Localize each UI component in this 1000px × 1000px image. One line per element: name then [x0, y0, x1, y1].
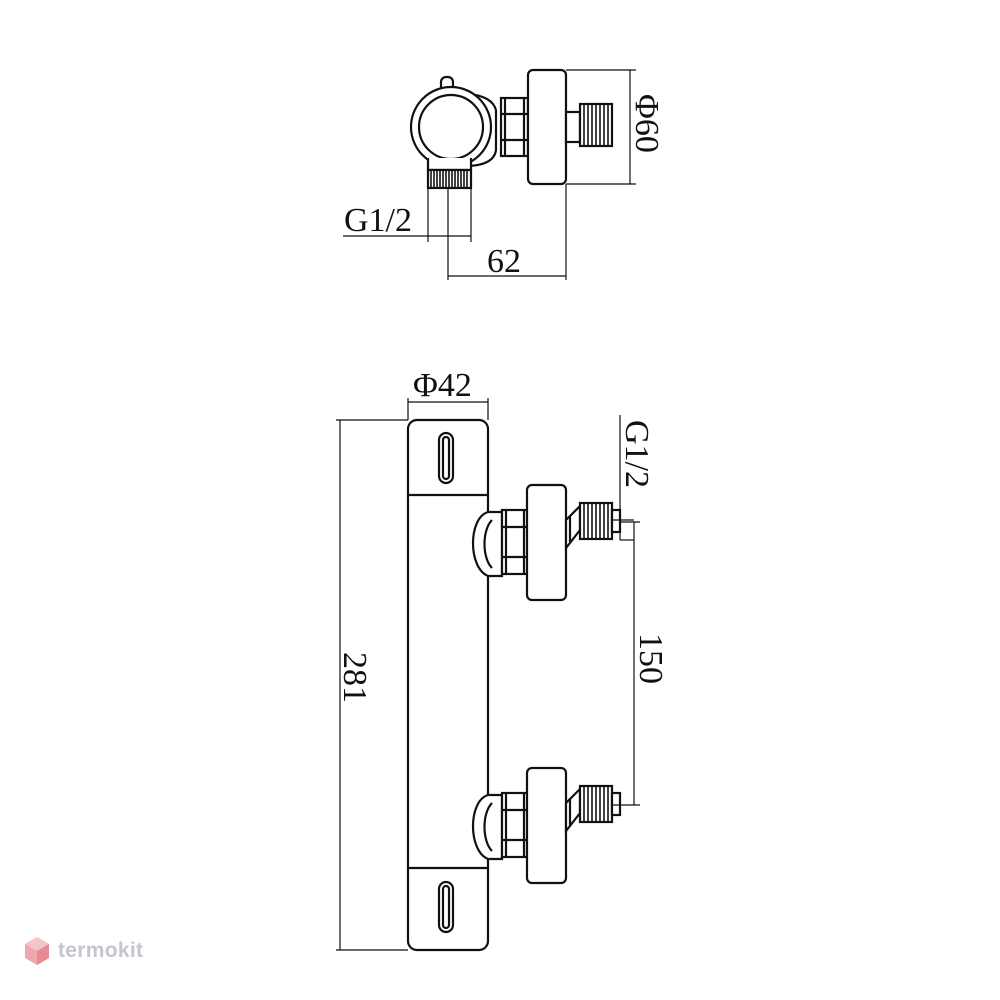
dim-281-label: 281 — [336, 652, 373, 703]
watermark: termokit — [24, 936, 143, 966]
front-view: Φ42 281 G1/2 150 — [336, 367, 669, 952]
top-body-outer — [409, 85, 493, 169]
upper-slot-inner — [441, 435, 451, 481]
top-eccentric-shank — [564, 110, 582, 144]
lower-slot-inner — [441, 884, 451, 930]
lower-slot-outer — [437, 880, 455, 934]
top-wall-flange — [526, 68, 568, 186]
front-tube-body — [406, 418, 490, 952]
top-view: Φ60 G1/2 62 — [343, 68, 665, 280]
termokit-logo-icon — [25, 937, 49, 965]
dim-g12-top-label: G1/2 — [344, 202, 412, 239]
top-lower-collar — [426, 158, 473, 172]
upper-connector — [471, 483, 622, 602]
dim-phi60-label: Φ60 — [628, 94, 665, 153]
top-thread-down-lines — [430, 170, 468, 188]
top-thread-right-lines — [583, 104, 609, 146]
dim-phi42-label: Φ42 — [413, 367, 472, 404]
watermark-text: termokit — [58, 939, 144, 962]
dim-g12-front-label: G1/2 — [618, 420, 655, 488]
lower-connector — [471, 766, 622, 885]
upper-slot-outer — [437, 431, 455, 485]
dim-62-label: 62 — [487, 243, 521, 280]
dim-150-label: 150 — [632, 633, 669, 684]
